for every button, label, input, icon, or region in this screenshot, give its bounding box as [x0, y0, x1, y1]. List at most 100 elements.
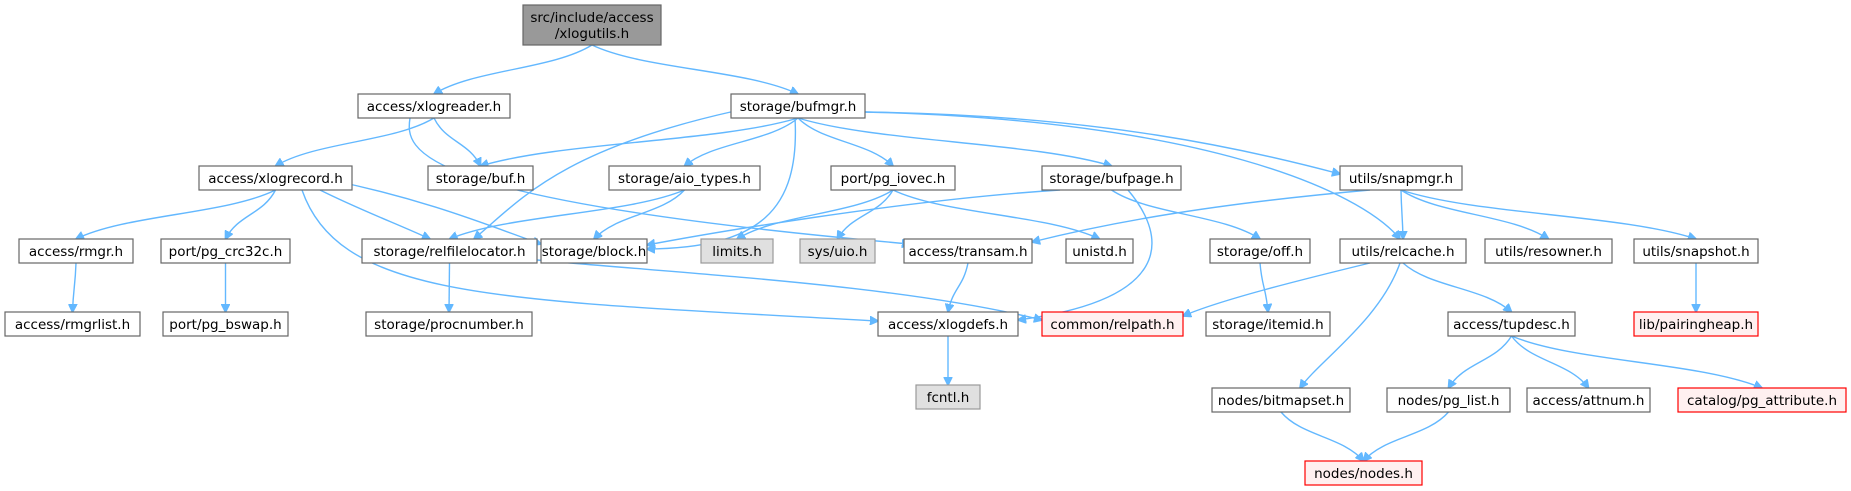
node-transam[interactable]: access/transam.h	[903, 238, 1033, 264]
node-box	[1633, 311, 1759, 337]
node-label: utils/resowner.h	[1495, 244, 1602, 260]
edge-transam-to-xlogdefs	[948, 262, 969, 312]
node-block[interactable]: storage/block.h	[540, 238, 648, 264]
node-root[interactable]: src/include/access/xlogutils.h	[522, 4, 662, 46]
node-rmgr[interactable]: access/rmgr.h	[18, 238, 134, 264]
node-xlogdefs[interactable]: access/xlogdefs.h	[877, 311, 1019, 337]
node-snapmgr[interactable]: utils/snapmgr.h	[1339, 165, 1463, 191]
node-box	[1041, 165, 1182, 191]
node-sys_uio[interactable]: sys/uio.h	[799, 238, 876, 264]
node-label: nodes/pg_list.h	[1398, 393, 1500, 409]
node-rmgrlist[interactable]: access/rmgrlist.h	[4, 311, 141, 337]
edge-root-to-xlogreader	[434, 44, 593, 94]
node-relpath[interactable]: common/relpath.h	[1041, 311, 1184, 337]
node-nodes[interactable]: nodes/nodes.h	[1304, 460, 1423, 486]
edge-pg_iovec-to-unistd	[892, 189, 1100, 239]
edge-bufpage-to-xlogdefs	[1018, 189, 1153, 320]
edge-bufmgr-to-block	[647, 117, 797, 249]
node-pg_attribute[interactable]: catalog/pg_attribute.h	[1677, 387, 1847, 413]
edge-xlogreader-to-xlogrecord	[276, 117, 435, 166]
node-snapshot[interactable]: utils/snapshot.h	[1633, 238, 1759, 264]
node-label: access/xlogdefs.h	[888, 317, 1008, 333]
node-box	[830, 165, 956, 191]
node-box	[1677, 387, 1847, 413]
node-label: fcntl.h	[927, 390, 970, 406]
node-box	[198, 165, 353, 191]
node-unistd[interactable]: unistd.h	[1065, 238, 1134, 264]
node-box	[1065, 238, 1134, 264]
edge-aio_types-to-block	[594, 189, 686, 239]
node-pg_crc32c[interactable]: port/pg_crc32c.h	[160, 238, 291, 264]
node-label: storage/aio_types.h	[618, 171, 751, 187]
node-box	[1209, 238, 1311, 264]
edge-xlogrecord-to-rmgr	[76, 189, 276, 239]
edge-bufpage-to-off	[1111, 189, 1261, 239]
edge-rmgr-to-rmgrlist	[73, 262, 77, 312]
node-xlogreader[interactable]: access/xlogreader.h	[357, 93, 511, 119]
node-relfilelocator[interactable]: storage/relfilelocator.h	[361, 238, 538, 264]
node-pg_iovec[interactable]: port/pg_iovec.h	[830, 165, 956, 191]
edge-bufpage-to-block	[647, 189, 1061, 245]
node-label: port/pg_iovec.h	[841, 171, 946, 187]
edge-xlogrecord-to-xlogdefs	[301, 189, 878, 321]
node-box	[1339, 238, 1467, 264]
node-pg_list[interactable]: nodes/pg_list.h	[1386, 387, 1511, 413]
node-bufmgr[interactable]: storage/bufmgr.h	[730, 93, 866, 119]
node-label: access/xlogreader.h	[367, 99, 501, 115]
edge-xlogrecord-to-block	[329, 179, 541, 244]
node-pairingheap[interactable]: lib/pairingheap.h	[1633, 311, 1759, 337]
edge-bufmgr-to-relcache	[864, 111, 1400, 239]
node-box	[427, 165, 534, 191]
edge-bufmgr-to-snapmgr	[864, 111, 1340, 174]
node-limits[interactable]: limits.h	[700, 238, 774, 264]
node-box	[522, 4, 662, 46]
edge-relcache-to-relpath	[1183, 262, 1371, 316]
node-label: nodes/bitmapset.h	[1218, 393, 1344, 409]
node-box	[162, 311, 289, 337]
node-fcntl[interactable]: fcntl.h	[915, 384, 981, 410]
node-buf[interactable]: storage/buf.h	[427, 165, 534, 191]
edge-bitmapset-to-nodes	[1280, 411, 1364, 461]
node-off[interactable]: storage/off.h	[1209, 238, 1311, 264]
node-itemid[interactable]: storage/itemid.h	[1205, 311, 1331, 337]
node-bitmapset[interactable]: nodes/bitmapset.h	[1211, 387, 1351, 413]
node-box	[1484, 238, 1613, 264]
node-tupdesc[interactable]: access/tupdesc.h	[1447, 311, 1576, 337]
node-relcache[interactable]: utils/relcache.h	[1339, 238, 1467, 264]
node-box	[877, 311, 1019, 337]
edges-layer	[73, 44, 1763, 461]
node-box	[1211, 387, 1351, 413]
node-bufpage[interactable]: storage/bufpage.h	[1041, 165, 1182, 191]
edge-relfilelocator-to-procnumber	[449, 262, 450, 312]
node-xlogrecord[interactable]: access/xlogrecord.h	[198, 165, 353, 191]
edge-bufmgr-to-aio_types	[685, 117, 799, 166]
node-label: storage/relfilelocator.h	[373, 244, 525, 260]
node-pg_bswap[interactable]: port/pg_bswap.h	[162, 311, 289, 337]
nodes-layer: src/include/access/xlogutils.h access/xlo…	[4, 4, 1847, 486]
node-label: limits.h	[712, 244, 762, 260]
node-label: storage/block.h	[542, 244, 647, 260]
edge-bufmgr-to-bufpage	[797, 117, 1112, 166]
node-label: port/pg_crc32c.h	[169, 244, 283, 260]
edge-pg_iovec-to-sys_uio	[838, 189, 894, 239]
node-procnumber[interactable]: storage/procnumber.h	[365, 311, 533, 337]
edge-relcache-to-tupdesc	[1402, 262, 1512, 312]
edge-aio_types-to-relfilelocator	[450, 189, 685, 239]
edge-snapmgr-to-resowner	[1400, 189, 1549, 239]
node-label: access/xlogrecord.h	[208, 171, 343, 187]
node-box	[1205, 311, 1331, 337]
node-box	[1447, 311, 1576, 337]
node-resowner[interactable]: utils/resowner.h	[1484, 238, 1613, 264]
edge-relcache-to-bitmapset	[1300, 262, 1401, 388]
edge-pg_iovec-to-limits	[737, 189, 894, 239]
edge-snapmgr-to-transam	[1032, 189, 1371, 242]
node-box	[365, 311, 533, 337]
node-label: unistd.h	[1072, 244, 1127, 260]
edge-relfilelocator-to-relpath	[536, 259, 1042, 320]
node-attnum[interactable]: access/attnum.h	[1526, 387, 1651, 413]
node-label: access/attnum.h	[1532, 393, 1644, 409]
edge-xlogrecord-to-pg_crc32c	[226, 189, 277, 239]
node-label: utils/snapshot.h	[1642, 244, 1749, 260]
node-aio_types[interactable]: storage/aio_types.h	[608, 165, 761, 191]
